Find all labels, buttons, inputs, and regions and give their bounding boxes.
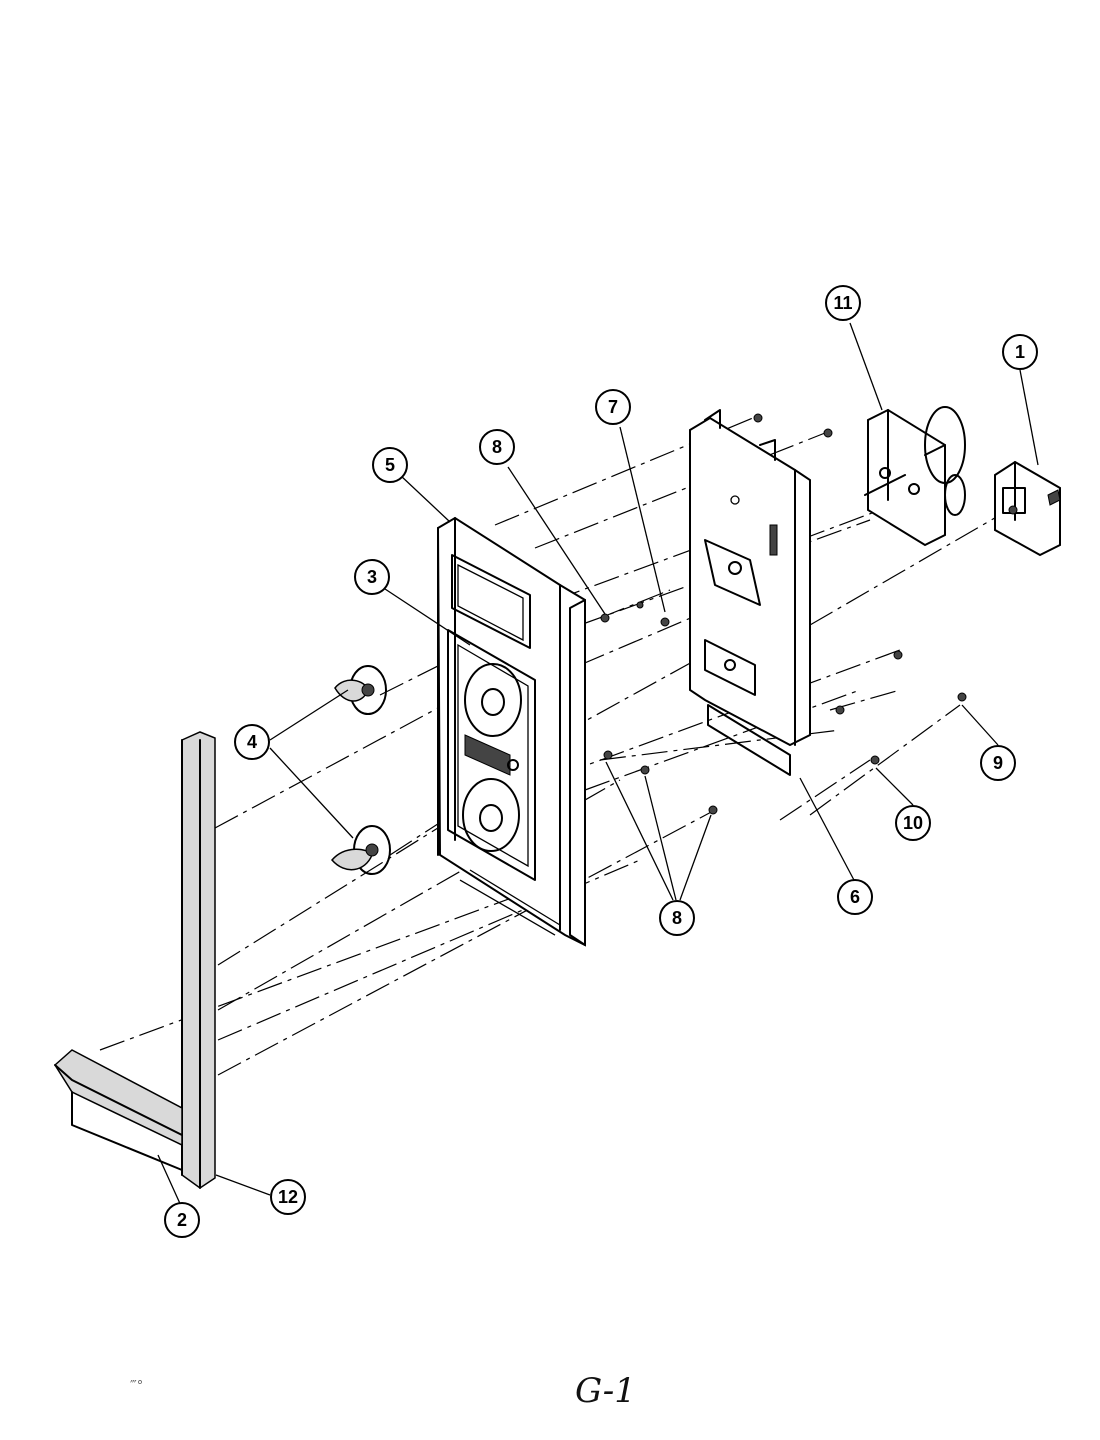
callout-3: 3: [354, 559, 390, 595]
control-knob-upper: [334, 665, 387, 715]
callout-11-circle: [825, 285, 861, 321]
control-knob-lower: [331, 825, 391, 875]
callout-7-circle: [595, 389, 631, 425]
callout-9-circle: [980, 745, 1016, 781]
callout-11-label: 11: [833, 293, 852, 313]
callout-4-label: 4: [247, 732, 257, 752]
callout-6: 6: [837, 879, 873, 915]
control-panel-housing: [436, 516, 586, 947]
callout-8-bottom: 8: [659, 900, 695, 936]
switch-part: [994, 460, 1061, 557]
callout-10: 10: [895, 805, 931, 841]
callout-1: 1: [1002, 334, 1038, 370]
callout-8-bottom-label: 8: [672, 908, 682, 928]
mounting-bracket-part: [689, 409, 811, 776]
callout-11: 11: [825, 285, 861, 321]
callout-4: 4: [234, 724, 270, 760]
callout-4-circle: [234, 724, 270, 760]
callout-9: 9: [980, 745, 1016, 781]
page-label: G-1: [575, 1371, 636, 1411]
callout-12: 12: [270, 1179, 306, 1215]
callout-10-label: 10: [903, 813, 923, 833]
screws: [600, 413, 967, 815]
callout-8-bottom-circle: [659, 900, 695, 936]
callout-8-top-label: 8: [492, 437, 502, 457]
callout-8-top: 8: [479, 429, 515, 465]
timer-motor-part: [864, 406, 966, 547]
callout-1-circle: [1002, 334, 1038, 370]
callout-3-circle: [354, 559, 390, 595]
callout-5-circle: [372, 447, 408, 483]
callout-6-label: 6: [850, 887, 860, 907]
callout-2: 2: [164, 1202, 200, 1238]
trim-bracket-part: [54, 731, 216, 1189]
callout-3-label: 3: [367, 567, 377, 587]
callout-5-label: 5: [385, 455, 395, 475]
callout-2-label: 2: [177, 1210, 187, 1230]
scribble-mark: ‴°: [130, 1379, 143, 1394]
callout-6-circle: [837, 879, 873, 915]
callout-2-circle: [164, 1202, 200, 1238]
callout-12-circle: [270, 1179, 306, 1215]
callout-7-label: 7: [608, 397, 618, 417]
callout-12-label: 12: [278, 1187, 298, 1207]
callout-8-top-circle: [479, 429, 515, 465]
leader-lines: [157, 322, 1039, 1209]
callout-10-circle: [895, 805, 931, 841]
callout-5: 5: [372, 447, 408, 483]
callout-1-label: 1: [1015, 342, 1025, 362]
callout-7: 7: [595, 389, 631, 425]
callout-9-label: 9: [993, 753, 1003, 773]
